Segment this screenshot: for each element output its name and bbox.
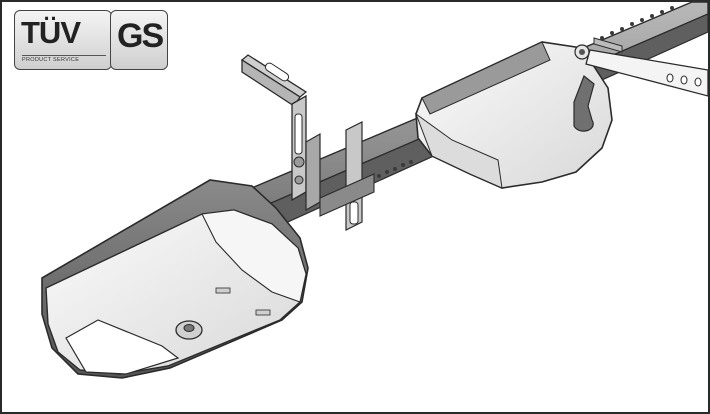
tuv-mark-text: TÜV xyxy=(21,15,81,50)
door-arm xyxy=(585,37,708,97)
certification-logos: TÜV PRODUCT SERVICE GS xyxy=(14,10,168,70)
tuv-mark: TÜV PRODUCT SERVICE xyxy=(14,10,112,70)
rail-clamp xyxy=(319,121,375,231)
tuv-caption: PRODUCT SERVICE xyxy=(22,55,106,63)
gs-mark: GS xyxy=(110,10,168,70)
gs-mark-text: GS xyxy=(117,17,164,55)
ceiling-bracket xyxy=(240,54,321,212)
carriage-unit xyxy=(414,41,613,189)
motor-head xyxy=(41,179,309,379)
